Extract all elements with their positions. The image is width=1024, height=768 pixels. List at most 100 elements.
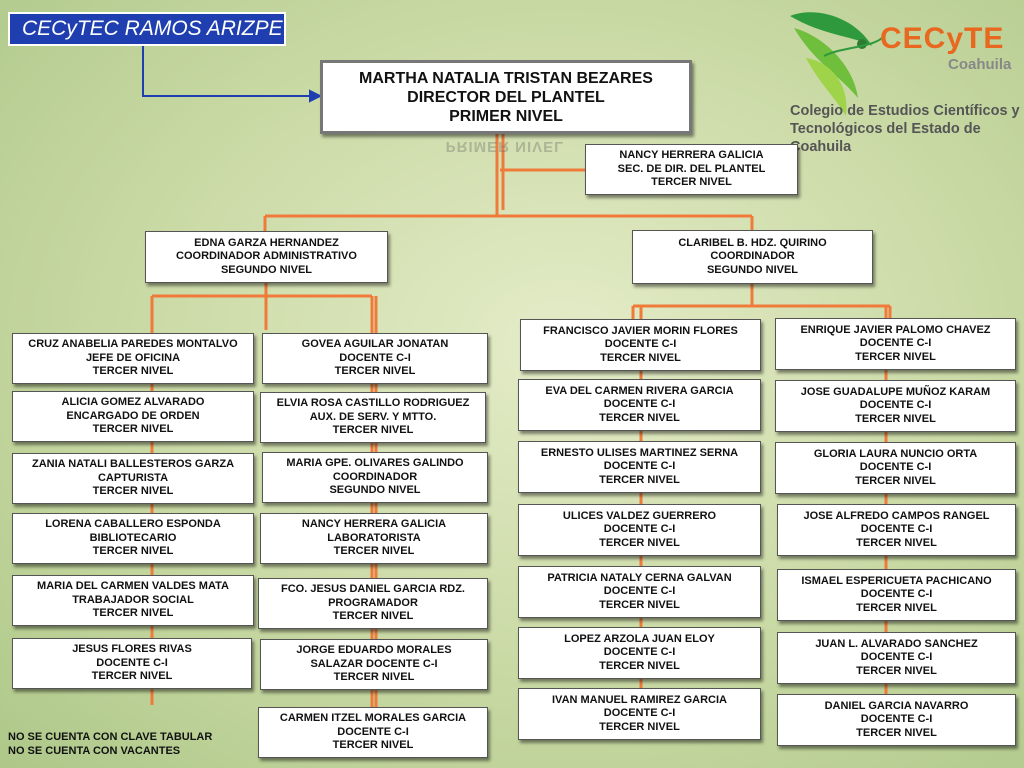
staff-box: GOVEA AGUILAR JONATAN DOCENTE C-I TERCER… — [262, 333, 488, 384]
college-name-line: Colegio de Estudios Científicos y — [790, 103, 1020, 119]
person-name: GOVEA AGUILAR JONATAN — [301, 338, 449, 351]
person-role: AUX. DE SERV. Y MTTO. — [309, 410, 437, 423]
person-name: EDNA GARZA HERNANDEZ — [194, 236, 339, 249]
staff-box: ERNESTO ULISES MARTINEZ SERNA DOCENTE C-… — [518, 441, 761, 493]
staff-box: JOSE ALFREDO CAMPOS RANGEL DOCENTE C-I T… — [777, 504, 1016, 556]
person-role: DOCENTE C-I — [603, 646, 676, 659]
staff-box: FRANCISCO JAVIER MORIN FLORES DOCENTE C-… — [520, 319, 761, 371]
person-role: ENCARGADO DE ORDEN — [66, 409, 200, 422]
person-name: MARIA GPE. OLIVARES GALINDO — [286, 457, 464, 470]
college-name: Colegio de Estudios Científicos y Tecnol… — [790, 102, 1024, 156]
person-name: PATRICIA NATALY CERNA GALVAN — [547, 571, 732, 584]
person-role: DOCENTE C-I — [860, 588, 933, 601]
footer-notes: NO SE CUENTA CON CLAVE TABULAR NO SE CUE… — [8, 731, 212, 758]
person-role: DOCENTE C-I — [603, 707, 676, 720]
person-name: MARTHA NATALIA TRISTAN BEZARES — [359, 69, 653, 87]
person-level: TERCER NIVEL — [92, 365, 174, 378]
person-role: DOCENTE C-I — [604, 338, 677, 351]
person-role: SEC. DE DIR. DEL PLANTEL — [617, 162, 766, 175]
person-level: TERCER NIVEL — [92, 423, 174, 436]
staff-box: IVAN MANUEL RAMIREZ GARCIA DOCENTE C-I T… — [518, 688, 761, 740]
staff-box: DANIEL GARCIA NAVARRO DOCENTE C-I TERCER… — [777, 694, 1016, 746]
cecyte-leaf-logo-icon — [790, 12, 885, 116]
coord-admin-box: EDNA GARZA HERNANDEZ COORDINADOR ADMINIS… — [145, 231, 388, 283]
person-role: DOCENTE C-I — [860, 523, 933, 536]
person-name: JOSE ALFREDO CAMPOS RANGEL — [803, 509, 990, 522]
person-level: TERCER NIVEL — [333, 545, 415, 558]
staff-box: ISMAEL ESPERICUETA PACHICANO DOCENTE C-I… — [777, 569, 1016, 621]
person-level: TERCER NIVEL — [599, 411, 680, 424]
staff-box: LOPEZ ARZOLA JUAN ELOY DOCENTE C-I TERCE… — [518, 627, 761, 679]
person-role: COORDINADOR — [710, 250, 795, 263]
person-level: TERCER NIVEL — [92, 607, 174, 620]
person-name: NANCY HERRERA GALICIA — [619, 149, 764, 162]
person-level: TERCER NIVEL — [855, 474, 936, 487]
person-name: JESUS FLORES RIVAS — [72, 643, 192, 656]
staff-box: ENRIQUE JAVIER PALOMO CHAVEZ DOCENTE C-I… — [775, 318, 1016, 370]
staff-box: ELVIA ROSA CASTILLO RODRIGUEZ AUX. DE SE… — [260, 392, 486, 443]
person-role: DOCENTE C-I — [337, 725, 409, 738]
person-name: JUAN L. ALVARADO SANCHEZ — [815, 637, 978, 650]
person-role: DOCENTE C-I — [603, 398, 676, 411]
staff-box: MARIA GPE. OLIVARES GALINDO COORDINADOR … — [262, 452, 488, 503]
staff-box: MARIA DEL CARMEN VALDES MATA TRABAJADOR … — [12, 575, 254, 626]
person-role: CAPTURISTA — [97, 471, 169, 484]
person-level: TERCER NIVEL — [332, 739, 414, 752]
staff-box: CRUZ ANABELIA PAREDES MONTALVO JEFE DE O… — [12, 333, 254, 384]
person-role: COORDINADOR ADMINISTRATIVO — [176, 250, 357, 263]
person-name: MARIA DEL CARMEN VALDES MATA — [37, 580, 229, 593]
person-role: LABORATORISTA — [327, 531, 421, 544]
person-role: SALAZAR DOCENTE C-I — [310, 657, 438, 670]
person-level: TERCER NIVEL — [599, 473, 680, 486]
staff-box: NANCY HERRERA GALICIA LABORATORISTA TERC… — [260, 513, 488, 564]
person-level: TERCER NIVEL — [92, 545, 174, 558]
person-name: LORENA CABALLERO ESPONDA — [45, 518, 221, 531]
person-level: TERCER NIVEL — [855, 350, 936, 363]
person-name: DANIEL GARCIA NAVARRO — [824, 699, 969, 712]
person-level: TERCER NIVEL — [91, 670, 173, 683]
secretary-box: NANCY HERRERA GALICIA SEC. DE DIR. DEL P… — [585, 144, 798, 195]
person-level: TERCER NIVEL — [599, 720, 680, 733]
person-role: DOCENTE C-I — [339, 351, 411, 364]
person-name: CRUZ ANABELIA PAREDES MONTALVO — [28, 338, 238, 351]
staff-box: ALICIA GOMEZ ALVARADO ENCARGADO DE ORDEN… — [12, 391, 254, 442]
page-title: CECyTEC RAMOS ARIZPE — [8, 12, 286, 46]
person-level: TERCER NIVEL — [856, 664, 937, 677]
coord-right-box: CLARIBEL B. HDZ. QUIRINO COORDINADOR SEG… — [632, 230, 873, 284]
person-role: DOCENTE C-I — [860, 651, 933, 664]
person-level: TERCER NIVEL — [856, 726, 937, 739]
person-name: ALICIA GOMEZ ALVARADO — [61, 396, 205, 409]
person-name: JORGE EDUARDO MORALES — [296, 644, 452, 657]
staff-box: FCO. JESUS DANIEL GARCIA RDZ. PROGRAMADO… — [258, 578, 488, 629]
logo-wordmark: CECyTE — [880, 22, 1005, 55]
logo-subtitle: Coahuila — [948, 56, 1012, 73]
person-level: TERCER NIVEL — [332, 424, 414, 437]
person-level: TERCER NIVEL — [651, 176, 732, 189]
staff-box: ULICES VALDEZ GUERRERO DOCENTE C-I TERCE… — [518, 504, 761, 556]
person-role: DOCENTE C-I — [603, 523, 676, 536]
person-name: FCO. JESUS DANIEL GARCIA RDZ. — [281, 583, 465, 596]
college-name-line: Tecnológicos del Estado de Coahuila — [790, 121, 981, 155]
staff-box: JESUS FLORES RIVAS DOCENTE C-I TERCER NI… — [12, 638, 252, 689]
person-level: TERCER NIVEL — [855, 412, 936, 425]
person-name: CLARIBEL B. HDZ. QUIRINO — [678, 236, 827, 249]
person-level: SEGUNDO NIVEL — [220, 263, 313, 276]
staff-box: CARMEN ITZEL MORALES GARCIA DOCENTE C-I … — [258, 707, 488, 758]
person-role: DIRECTOR DEL PLANTEL — [407, 88, 605, 106]
person-name: LOPEZ ARZOLA JUAN ELOY — [564, 632, 715, 645]
person-level: TERCER NIVEL — [334, 365, 416, 378]
person-role: PROGRAMADOR — [328, 596, 418, 609]
person-name: FRANCISCO JAVIER MORIN FLORES — [543, 324, 738, 337]
person-level: PRIMER NIVEL — [449, 107, 563, 125]
person-level: TERCER NIVEL — [599, 659, 680, 672]
person-level: TERCER NIVEL — [599, 536, 680, 549]
person-level: TERCER NIVEL — [333, 671, 415, 684]
person-level: TERCER NIVEL — [599, 598, 680, 611]
person-role: DOCENTE C-I — [860, 713, 933, 726]
person-role: BIBLIOTECARIO — [89, 531, 177, 544]
note-line: NO SE CUENTA CON VACANTES — [8, 744, 181, 757]
person-name: ISMAEL ESPERICUETA PACHICANO — [801, 574, 992, 587]
note-line: NO SE CUENTA CON CLAVE TABULAR — [8, 731, 213, 743]
person-role: TRABAJADOR SOCIAL — [72, 593, 194, 606]
person-level: TERCER NIVEL — [600, 351, 681, 364]
